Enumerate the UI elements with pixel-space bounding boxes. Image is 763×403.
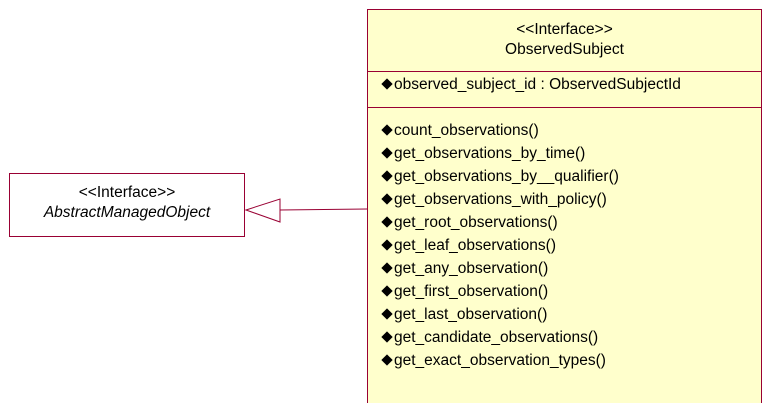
observed-class-header: <<Interface>> ObservedSubject	[368, 10, 761, 62]
abstract-class-name: AbstractManagedObject	[43, 204, 211, 221]
realization-arrowhead	[244, 198, 281, 223]
operation-text: get_observations_with_policy()	[394, 191, 607, 208]
operation-item: get_candidate_observations()	[368, 329, 761, 349]
public-diamond-icon	[381, 170, 393, 182]
operation-item: get_first_observation()	[368, 283, 761, 303]
operation-item: get_any_observation()	[368, 260, 761, 280]
operation-item: get_exact_observation_types()	[368, 352, 761, 372]
public-diamond-icon	[381, 354, 393, 366]
operation-text: get_any_observation()	[394, 260, 549, 277]
operation-item: get_leaf_observations()	[368, 237, 761, 257]
public-diamond-icon	[381, 193, 393, 205]
public-diamond-icon	[381, 262, 393, 274]
public-diamond-icon	[381, 308, 393, 320]
operation-item: get_observations_by__qualifier()	[368, 168, 761, 188]
public-diamond-icon	[381, 78, 393, 90]
operation-text: get_exact_observation_types()	[394, 352, 606, 369]
operation-item: get_observations_with_policy()	[368, 191, 761, 211]
operation-item: get_observations_by_time()	[368, 145, 761, 165]
abstract-stereotype: <<Interface>>	[78, 184, 176, 201]
operation-item: get_last_observation()	[368, 306, 761, 326]
public-diamond-icon	[381, 239, 393, 251]
operation-text: get_observations_by__qualifier()	[394, 168, 619, 185]
public-diamond-icon	[381, 331, 393, 343]
operation-text: get_first_observation()	[394, 283, 549, 300]
operation-text: count_observations()	[394, 122, 539, 139]
operation-text: get_candidate_observations()	[394, 329, 599, 346]
abstract-class-header: <<Interface>> AbstractManagedObject	[10, 174, 244, 223]
attributes-separator	[368, 71, 761, 72]
operations-separator	[368, 107, 761, 108]
public-diamond-icon	[381, 216, 393, 228]
public-diamond-icon	[381, 124, 393, 136]
operation-item: count_observations()	[368, 122, 761, 142]
operation-item: get_root_observations()	[368, 214, 761, 234]
attribute-text: observed_subject_id : ObservedSubjectId	[394, 76, 681, 93]
public-diamond-icon	[381, 285, 393, 297]
public-diamond-icon	[381, 147, 393, 159]
realization-line	[279, 208, 368, 211]
attribute-item: observed_subject_id : ObservedSubjectId	[368, 76, 761, 96]
observed-stereotype: <<Interface>>	[516, 21, 613, 38]
operation-text: get_root_observations()	[394, 214, 558, 231]
operation-text: get_last_observation()	[394, 306, 548, 323]
operation-text: get_observations_by_time()	[394, 145, 586, 162]
observed-subject-class[interactable]: <<Interface>> ObservedSubject observed_s…	[367, 9, 762, 403]
operation-text: get_leaf_observations()	[394, 237, 556, 254]
abstract-managed-object-class[interactable]: <<Interface>> AbstractManagedObject	[9, 173, 245, 237]
observed-class-name: ObservedSubject	[505, 41, 624, 58]
